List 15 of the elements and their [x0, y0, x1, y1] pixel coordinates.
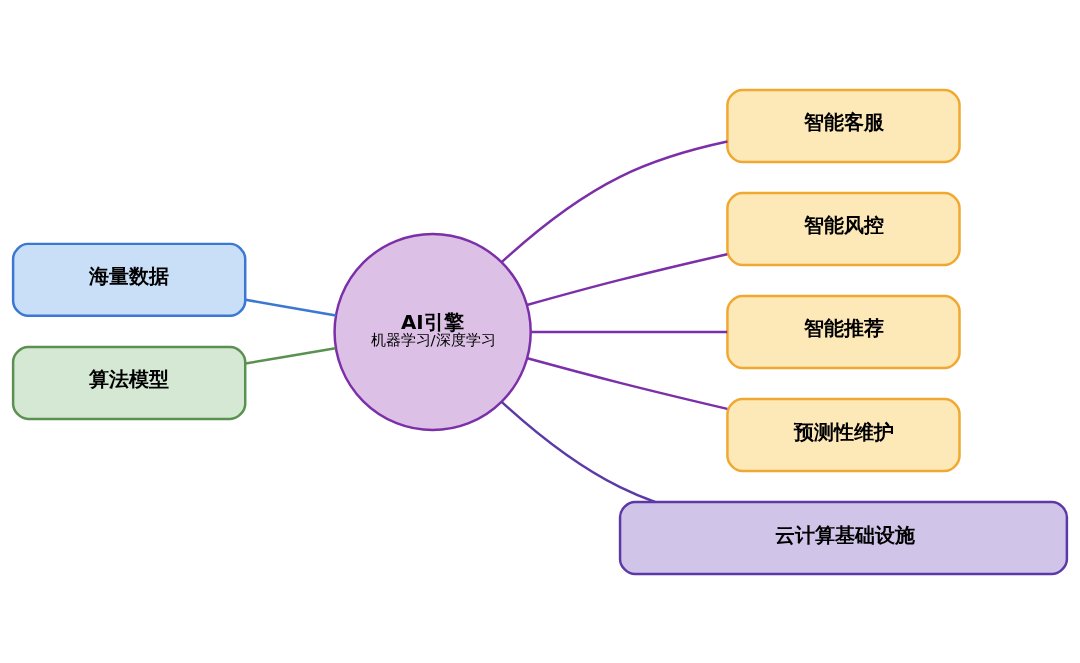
connector [526, 252, 728, 306]
connector [531, 330, 728, 333]
connector [500, 139, 728, 263]
connector [500, 400, 656, 503]
node-circle: AI引擎 机器学习/深度学习 [333, 232, 532, 431]
node-box: 智能推荐 [726, 294, 961, 369]
node-box: 算法模型 [11, 345, 247, 420]
connector [245, 346, 336, 365]
connector [245, 298, 337, 317]
node-box: 智能客服 [726, 88, 961, 163]
node-box: 预测性维护 [726, 397, 961, 472]
node-box: 云计算基础设施 [618, 500, 1069, 575]
connector [527, 356, 728, 410]
node-box: 海量数据 [11, 242, 247, 317]
node-box: 智能风控 [726, 191, 961, 266]
